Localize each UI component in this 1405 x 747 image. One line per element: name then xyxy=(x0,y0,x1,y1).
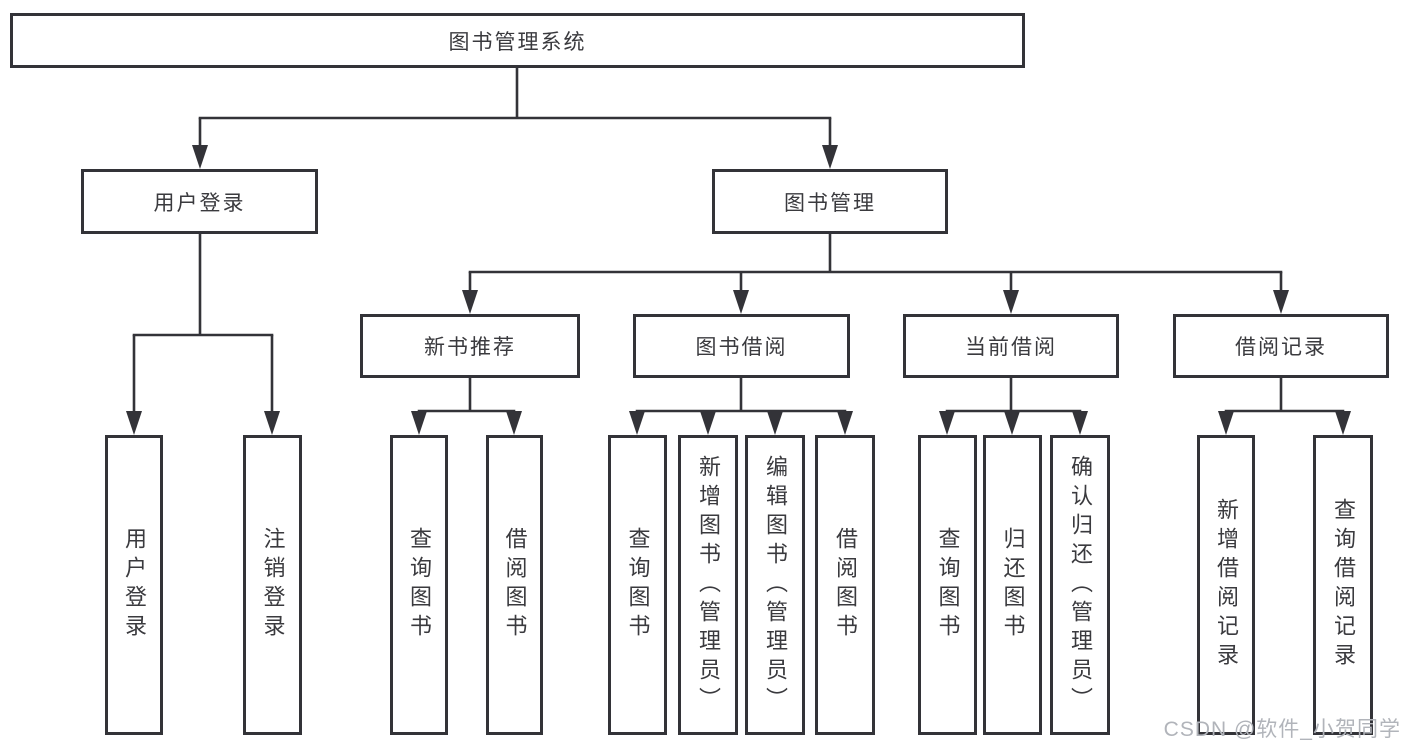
leaf-edit-books-admin: 编辑图书（管理员） xyxy=(745,435,805,735)
leaf-add-borrow-record-label: 新增借阅记录 xyxy=(1214,498,1239,672)
leaf-edit-books-admin-label: 编辑图书（管理员） xyxy=(763,454,788,716)
node-current-borrow-label: 当前借阅 xyxy=(965,336,1057,359)
node-book-borrow-label: 图书借阅 xyxy=(695,336,788,359)
connector-book-borrow-to-leaves xyxy=(629,378,853,435)
node-new-book-recommend-label: 新书推荐 xyxy=(424,336,516,359)
leaf-user-login: 用户登录 xyxy=(105,435,163,735)
node-book-management-label: 图书管理 xyxy=(784,191,876,215)
leaf-borrow-search-books-label: 查询图书 xyxy=(625,527,651,643)
connector-new-book-recommend-to-leaves xyxy=(411,378,522,435)
leaf-add-borrow-record: 新增借阅记录 xyxy=(1197,435,1255,735)
leaf-borrow-borrow-books: 借阅图书 xyxy=(815,435,875,735)
leaf-borrow-borrow-books-label: 借阅图书 xyxy=(833,527,858,643)
node-borrow-records: 借阅记录 xyxy=(1173,314,1389,378)
node-book-management: 图书管理 xyxy=(712,169,948,234)
leaf-current-search-books: 查询图书 xyxy=(918,435,977,735)
node-user-login: 用户登录 xyxy=(81,169,318,234)
leaf-recommend-borrow-books: 借阅图书 xyxy=(486,435,543,735)
leaf-search-borrow-record-label: 查询借阅记录 xyxy=(1331,498,1356,672)
csdn-watermark: CSDN @软件_小贺同学 xyxy=(1163,718,1401,741)
connector-user-login-to-leaves xyxy=(126,234,280,435)
leaf-borrow-search-books: 查询图书 xyxy=(608,435,667,735)
node-borrow-records-label: 借阅记录 xyxy=(1235,336,1327,359)
leaf-add-books-admin-label: 新增图书（管理员） xyxy=(696,454,721,716)
leaf-current-search-books-label: 查询图书 xyxy=(935,527,961,643)
connector-book-mgmt-to-level3 xyxy=(462,234,1289,314)
leaf-confirm-return-admin-label: 确认归还（管理员） xyxy=(1068,454,1093,716)
leaf-recommend-search-books: 查询图书 xyxy=(390,435,448,735)
node-root-label: 图书管理系统 xyxy=(448,30,587,54)
leaf-search-borrow-record: 查询借阅记录 xyxy=(1313,435,1373,735)
node-book-borrow: 图书借阅 xyxy=(633,314,850,378)
leaf-logout-label: 注销登录 xyxy=(260,527,286,643)
node-current-borrow: 当前借阅 xyxy=(903,314,1119,378)
node-root: 图书管理系统 xyxy=(10,13,1025,68)
leaf-user-login-label: 用户登录 xyxy=(122,527,147,643)
leaf-recommend-search-books-label: 查询图书 xyxy=(407,527,432,643)
leaf-confirm-return-admin: 确认归还（管理员） xyxy=(1050,435,1110,735)
leaf-return-books-label: 归还图书 xyxy=(1000,527,1026,643)
connector-current-borrow-to-leaves xyxy=(939,378,1088,435)
connector-root-to-level2 xyxy=(192,68,838,169)
leaf-logout: 注销登录 xyxy=(243,435,302,735)
leaf-add-books-admin: 新增图书（管理员） xyxy=(678,435,738,735)
node-user-login-label: 用户登录 xyxy=(153,191,246,215)
leaf-recommend-borrow-books-label: 借阅图书 xyxy=(502,527,528,643)
connector-borrow-records-to-leaves xyxy=(1218,378,1351,435)
node-new-book-recommend: 新书推荐 xyxy=(360,314,580,378)
leaf-return-books: 归还图书 xyxy=(983,435,1042,735)
